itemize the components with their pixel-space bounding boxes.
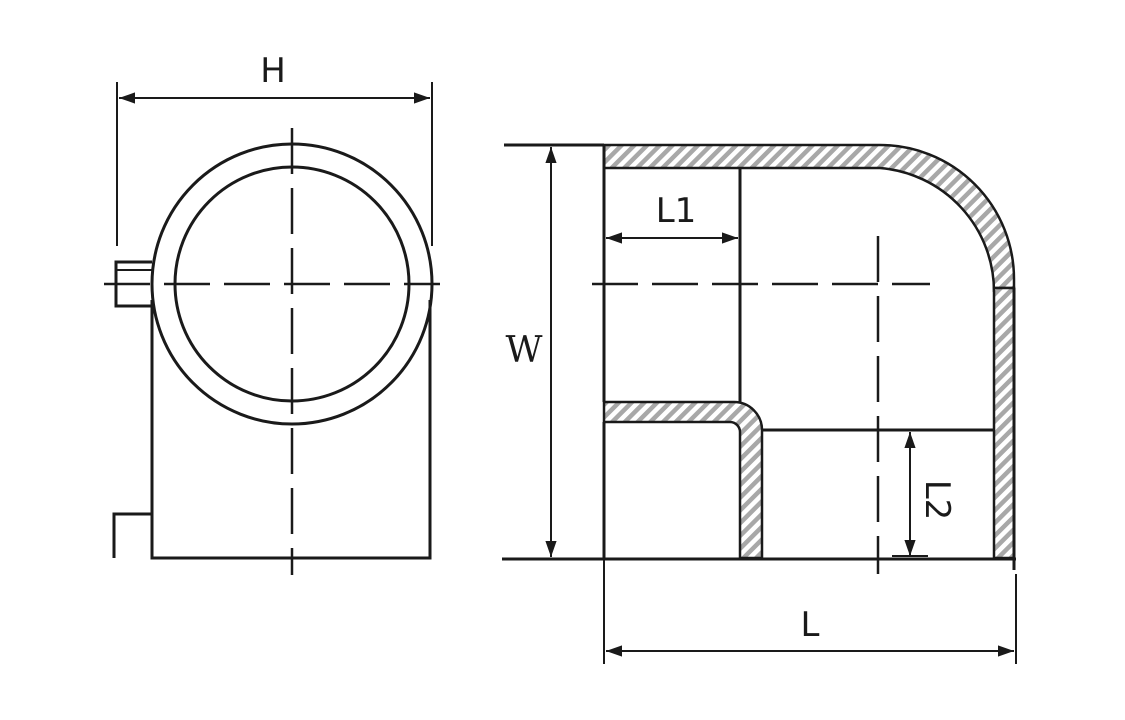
end-view: H xyxy=(104,51,440,575)
section-right-wall-hatch xyxy=(992,286,1016,560)
dim-L-label: L xyxy=(801,605,820,645)
dim-H-label: H xyxy=(260,51,286,91)
section-inner-bend-hatch xyxy=(602,400,764,560)
end-view-terminal-pin-bottom xyxy=(112,512,152,558)
dim-L1-label: L1 xyxy=(656,191,697,231)
dim-L2-label: L2 xyxy=(917,480,957,521)
dim-W-label: W xyxy=(505,330,542,371)
section-view: W L1 L2 L xyxy=(502,143,1017,664)
